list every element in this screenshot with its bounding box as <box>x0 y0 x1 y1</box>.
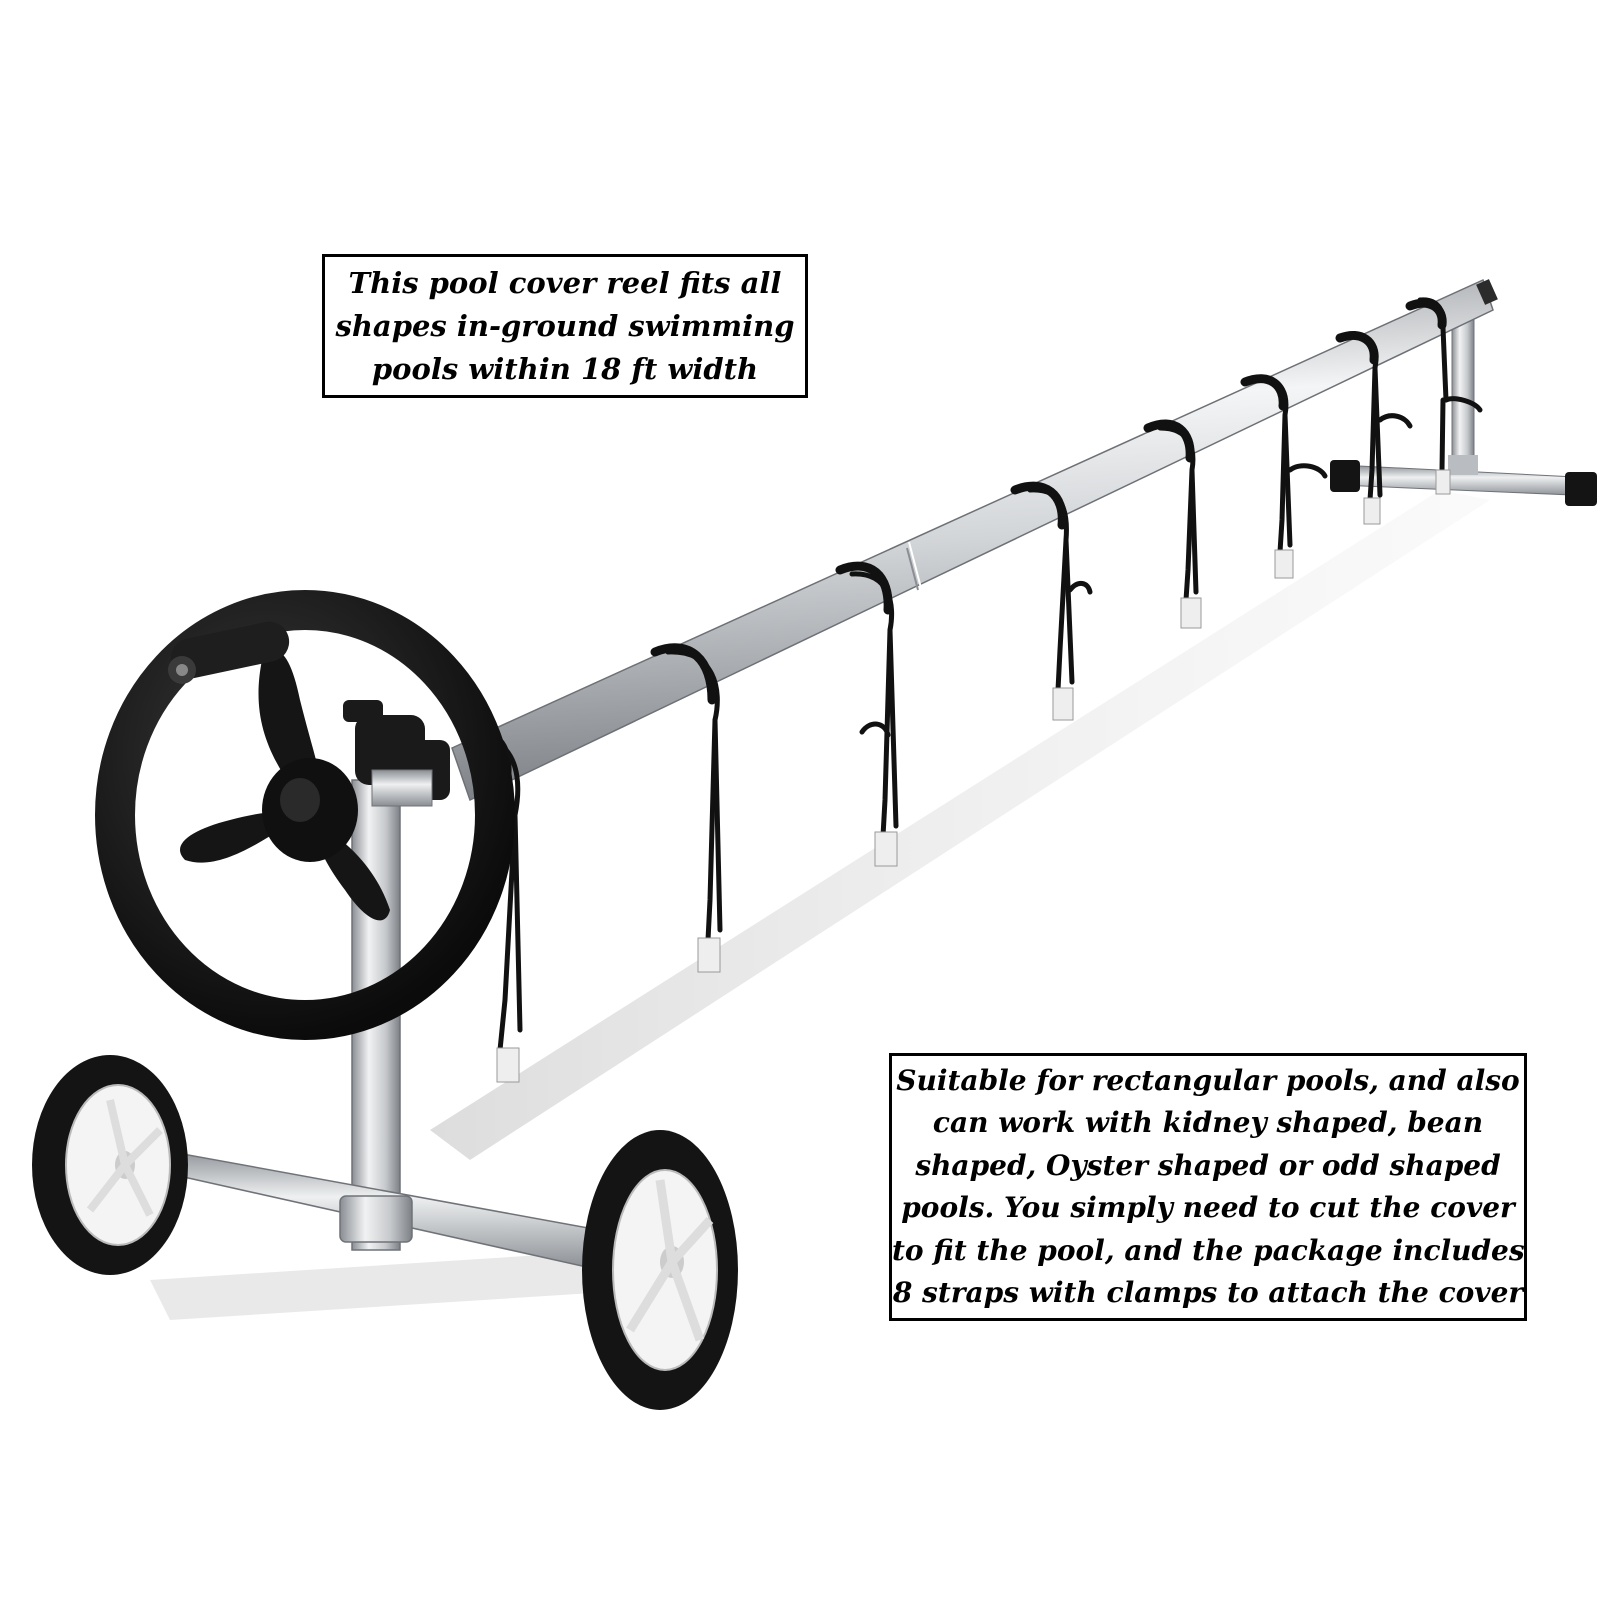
callout-suitable-line: 8 straps with clamps to attach the cover <box>892 1276 1524 1309</box>
callout-fit-line: This pool cover reel fits all <box>348 265 782 300</box>
callout-suitable-line: pools. You simply need to cut the cover <box>901 1191 1515 1224</box>
callout-suitable-description: Suitable for rectangular pools, and also… <box>889 1053 1527 1321</box>
callout-suitable-line: to fit the pool, and the package include… <box>892 1233 1525 1267</box>
right-wheel <box>582 1130 738 1410</box>
callout-fit-description: This pool cover reel fits all shapes in-… <box>322 254 808 398</box>
callout-suitable-line: shaped, Oyster shaped or odd shaped <box>915 1148 1501 1182</box>
callout-fit-line: pools within 18 ft width <box>371 351 759 386</box>
callout-fit-line: shapes in-ground swimming <box>335 308 795 343</box>
ground-shadow <box>150 490 1490 1320</box>
straps-with-clamps <box>473 297 1483 1083</box>
callout-suitable-line: can work with kidney shaped, bean <box>932 1106 1484 1139</box>
crank-wheel <box>95 590 515 1040</box>
left-wheel <box>32 1055 188 1275</box>
callout-suitable-line: Suitable for rectangular pools, and also <box>896 1063 1520 1097</box>
